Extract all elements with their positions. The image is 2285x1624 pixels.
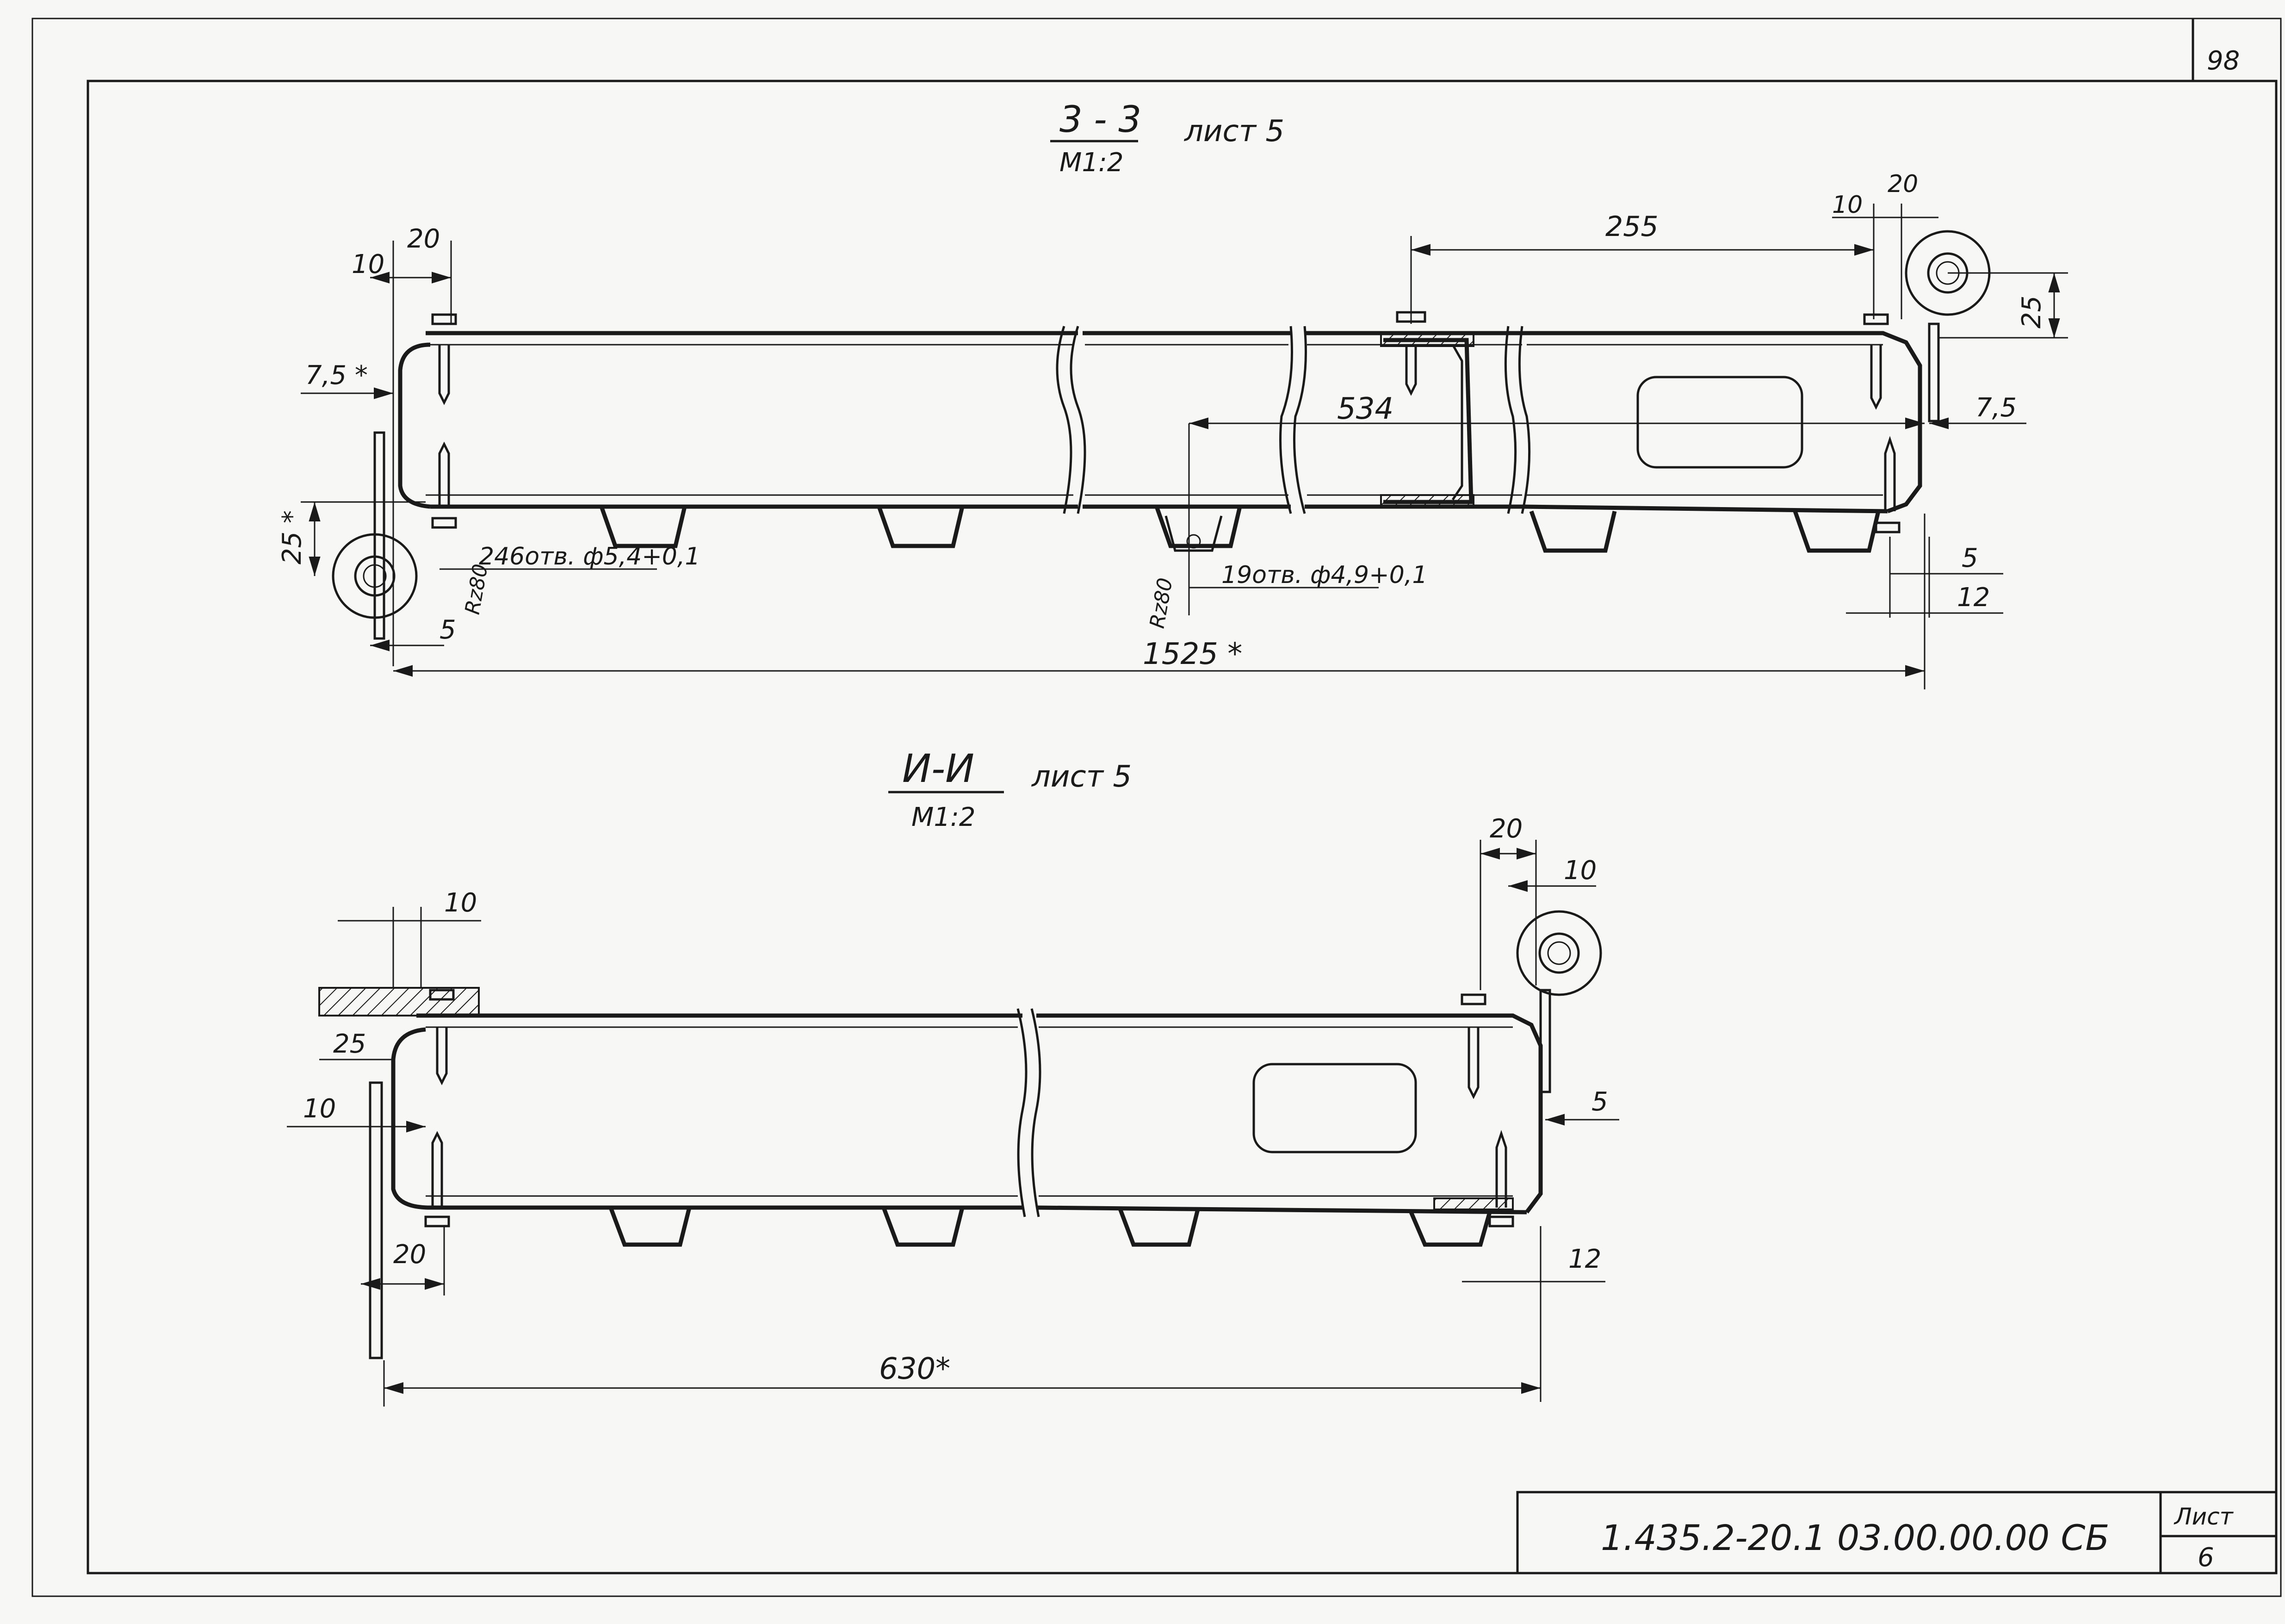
sheet-frame <box>31 18 2282 1597</box>
dim-ii-d5: 5 <box>1591 1087 1608 1117</box>
dim-33-d5: 5 <box>440 615 456 645</box>
section-33-label: 3 - 3 <box>1059 99 1141 141</box>
dim-ii-d10r: 10 <box>1564 855 1597 886</box>
dim-ii-d10: 10 <box>444 888 477 918</box>
doc-code: 1.435.2-20.1 03.00.00.00 СБ <box>1601 1517 2110 1558</box>
dim-33-d10r: 10 <box>1832 191 1863 219</box>
dim-33-d534: 534 <box>1337 392 1393 426</box>
dim-ii-d10b: 10 <box>303 1094 336 1124</box>
dim-33-rz-left: Rz80 <box>461 562 493 616</box>
dim-33-d1525: 1525 * <box>1143 637 1242 671</box>
sheet-value: 6 <box>2198 1543 2214 1573</box>
section-ii-scale: М1:2 <box>911 802 975 832</box>
dim-33-d25: 25 <box>2017 296 2047 329</box>
title-block: 1.435.2-20.1 03.00.00.00 СБ Лист 6 <box>1516 1491 2278 1574</box>
roller-ii <box>1516 910 1602 996</box>
section-ii-ref: лист 5 <box>1031 760 1132 794</box>
section-ii-channel <box>318 910 1602 1359</box>
dim-33-d7-5-star: 7,5 * <box>305 360 368 391</box>
dim-33-d20r: 20 <box>1888 170 1918 198</box>
section-ii: И-И М1:2 лист 5 <box>287 746 1619 1407</box>
dim-33-d10: 10 <box>352 249 384 279</box>
section-ii-dimensions: 10 25 10 20 20 10 5 12 630* <box>287 814 1619 1407</box>
dim-33-d7-5: 7,5 <box>1975 393 2017 423</box>
dim-33-rz-mid: Rz80 <box>1146 576 1177 630</box>
dim-33-d20: 20 <box>407 224 440 254</box>
dim-ii-d20r: 20 <box>1490 814 1523 844</box>
section-ii-label: И-И <box>902 746 974 791</box>
dim-33-holes-246: 246отв. ф5,4+0,1 <box>479 543 700 570</box>
sheet-number-corner: 98 <box>2207 46 2240 76</box>
left-roller <box>332 533 418 619</box>
section-33-dimensions: 10 20 7,5 * 25 * 246отв. ф5,4+0,1 Rz80 5… <box>277 170 2068 689</box>
sheet-label: Лист <box>2174 1503 2234 1530</box>
dim-ii-d12: 12 <box>1568 1244 1601 1274</box>
window-opening-ii <box>1252 1063 1417 1153</box>
flange-plate <box>318 987 480 1017</box>
window-opening <box>1636 376 1803 469</box>
dim-33-d12: 12 <box>1957 583 1990 613</box>
dim-33-d255: 255 <box>1605 211 1659 243</box>
section-33-scale: М1:2 <box>1059 148 1123 178</box>
dim-33-holes-19: 19отв. ф4,9+0,1 <box>1221 561 1427 589</box>
dim-ii-d630: 630* <box>879 1352 950 1386</box>
dim-33-d25-star: 25 * <box>277 510 307 564</box>
dim-33-d5r: 5 <box>1962 543 1978 573</box>
section-33-ref: лист 5 <box>1183 114 1284 149</box>
dim-ii-d25: 25 <box>333 1029 366 1059</box>
dim-ii-d20: 20 <box>393 1240 426 1270</box>
section-33: 3 - 3 М1:2 лист 5 <box>277 99 2068 689</box>
